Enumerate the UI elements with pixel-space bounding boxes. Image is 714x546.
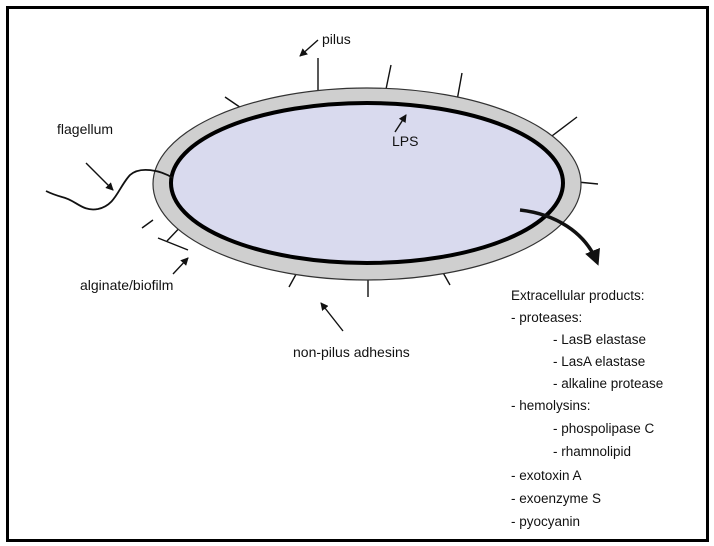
list-item: - hemolysins: <box>511 398 591 413</box>
list-item: - alkaline protease <box>553 376 663 391</box>
alginate-arrow <box>173 258 188 274</box>
list-item: - proteases: <box>511 310 582 325</box>
extracellular-heading: Extracellular products: <box>511 288 645 303</box>
list-item: - LasA elastase <box>553 354 645 369</box>
alginate-biofilm-label: alginate/biofilm <box>80 277 173 293</box>
cell-body <box>171 103 563 263</box>
adhesins-arrow <box>321 303 343 331</box>
non-pilus-adhesins-label: non-pilus adhesins <box>293 344 410 360</box>
list-item: - exotoxin A <box>511 468 582 483</box>
list-item: - exoenzyme S <box>511 491 601 506</box>
lps-label: LPS <box>392 133 418 149</box>
list-item: - pyocyanin <box>511 514 580 529</box>
pilus-arrow <box>300 40 318 56</box>
extracellular-products-list: Extracellular products: - proteases: - L… <box>511 288 663 529</box>
flagellum-label: flagellum <box>57 121 113 137</box>
pilus-label: pilus <box>322 31 351 47</box>
flagellum-arrow <box>86 163 113 190</box>
list-item: - phospolipase C <box>553 421 655 436</box>
list-item: - LasB elastase <box>553 332 646 347</box>
list-item: - rhamnolipid <box>553 444 631 459</box>
